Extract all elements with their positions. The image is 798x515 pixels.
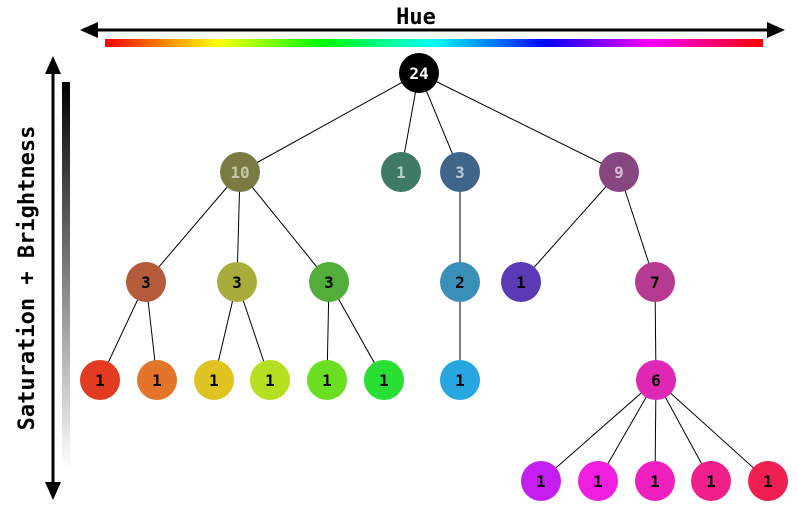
node-m4: 1 (691, 461, 731, 501)
node-circle-n3d (309, 262, 349, 302)
node-circle-n3c (217, 262, 257, 302)
node-label-m5: 1 (763, 472, 773, 491)
edge-root-n10 (239, 72, 420, 173)
node-circle-n3b (126, 262, 166, 302)
node-label-l3: 1 (209, 371, 219, 390)
node-root: 24 (399, 53, 439, 93)
node-l4: 1 (250, 360, 290, 400)
node-circle-l1 (80, 360, 120, 400)
node-circle-l5 (307, 360, 347, 400)
node-l7: 1 (440, 360, 480, 400)
node-l1: 1 (80, 360, 120, 400)
node-m3: 1 (635, 461, 675, 501)
node-n3b: 3 (126, 262, 166, 302)
node-circle-m5 (748, 461, 788, 501)
node-m1: 1 (521, 461, 561, 501)
node-circle-l4 (250, 360, 290, 400)
node-l2: 1 (137, 360, 177, 400)
node-label-root: 24 (409, 64, 428, 83)
hue-axis-right-arrowhead (767, 22, 785, 38)
vertical-axis-top-arrowhead (45, 56, 61, 74)
vertical-axis-label: Saturation + Brightness (15, 126, 40, 431)
node-n3d: 3 (309, 262, 349, 302)
node-label-n3a: 3 (455, 163, 465, 182)
node-n1a: 1 (381, 152, 421, 192)
node-label-n2: 2 (455, 273, 465, 292)
node-label-m1: 1 (536, 472, 546, 491)
node-n7: 7 (635, 262, 675, 302)
edge-n9-n1b (520, 171, 620, 283)
node-circle-n6 (636, 360, 676, 400)
node-n2: 2 (440, 262, 480, 302)
hue-axis: Hue (80, 5, 785, 47)
vertical-axis-bottom-arrowhead (45, 482, 61, 500)
node-m5: 1 (748, 461, 788, 501)
edge-root-n9 (418, 72, 620, 173)
node-label-n1b: 1 (516, 273, 526, 292)
node-circle-l6 (364, 360, 404, 400)
node-circle-n7 (635, 262, 675, 302)
edge-n6-m5 (655, 379, 769, 482)
node-l6: 1 (364, 360, 404, 400)
node-label-n3b: 3 (141, 273, 151, 292)
node-l3: 1 (194, 360, 234, 400)
node-label-n6: 6 (651, 371, 661, 390)
node-n1b: 1 (501, 262, 541, 302)
node-circle-n1b (501, 262, 541, 302)
node-circle-root (399, 53, 439, 93)
node-label-m2: 1 (593, 472, 603, 491)
node-label-l1: 1 (95, 371, 105, 390)
node-label-n3c: 3 (232, 273, 242, 292)
edge-n10-n3d (239, 171, 330, 283)
saturation-brightness-axis: Saturation + Brightness (15, 56, 70, 500)
node-circle-m3 (635, 461, 675, 501)
node-label-n7: 7 (650, 273, 660, 292)
node-n3a: 3 (440, 152, 480, 192)
node-label-l5: 1 (322, 371, 332, 390)
node-m2: 1 (578, 461, 618, 501)
node-n3c: 3 (217, 262, 257, 302)
node-circle-l7 (440, 360, 480, 400)
node-label-l2: 1 (152, 371, 162, 390)
node-circle-n9 (599, 152, 639, 192)
node-circle-n2 (440, 262, 480, 302)
hue-gradient-bar (105, 39, 763, 47)
node-label-l6: 1 (379, 371, 389, 390)
edge-n10-n3b (145, 171, 241, 283)
node-circle-m1 (521, 461, 561, 501)
node-label-l4: 1 (265, 371, 275, 390)
hue-axis-left-arrowhead (80, 22, 98, 38)
node-circle-l2 (137, 360, 177, 400)
node-n10: 10 (220, 152, 260, 192)
node-circle-n1a (381, 152, 421, 192)
node-n6: 6 (636, 360, 676, 400)
node-n9: 9 (599, 152, 639, 192)
node-label-n3d: 3 (324, 273, 334, 292)
node-l5: 1 (307, 360, 347, 400)
node-label-m4: 1 (706, 472, 716, 491)
node-circle-l3 (194, 360, 234, 400)
node-label-n9: 9 (614, 163, 624, 182)
edge-n6-m1 (540, 379, 657, 482)
brightness-gradient-bar (62, 82, 70, 470)
node-circle-n3a (440, 152, 480, 192)
node-circle-n10 (220, 152, 260, 192)
node-label-n1a: 1 (396, 163, 406, 182)
hue-axis-label: Hue (396, 5, 436, 30)
node-label-n10: 10 (230, 163, 249, 182)
node-label-l7: 1 (455, 371, 465, 390)
node-circle-m4 (691, 461, 731, 501)
node-label-m3: 1 (650, 472, 660, 491)
node-circle-m2 (578, 461, 618, 501)
